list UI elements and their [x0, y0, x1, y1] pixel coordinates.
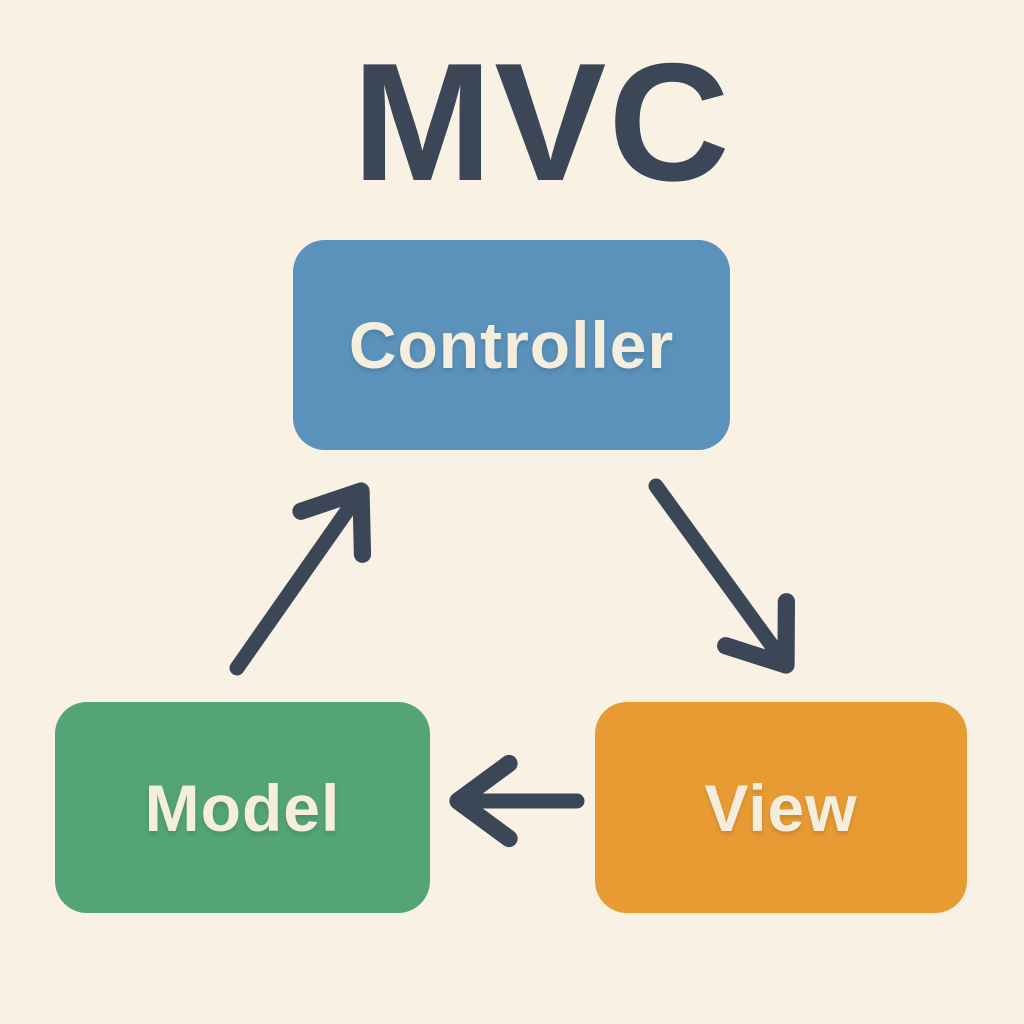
node-controller-label: Controller [348, 308, 675, 382]
node-controller: Controller [293, 240, 730, 450]
node-model: Model [55, 702, 430, 913]
edge-controller-to-view [648, 478, 795, 674]
node-view: View [595, 702, 967, 913]
node-model-label: Model [144, 770, 341, 845]
node-view-label: View [704, 770, 858, 845]
diagram-title: MVC [352, 28, 732, 216]
edge-model-to-controller [229, 482, 372, 676]
